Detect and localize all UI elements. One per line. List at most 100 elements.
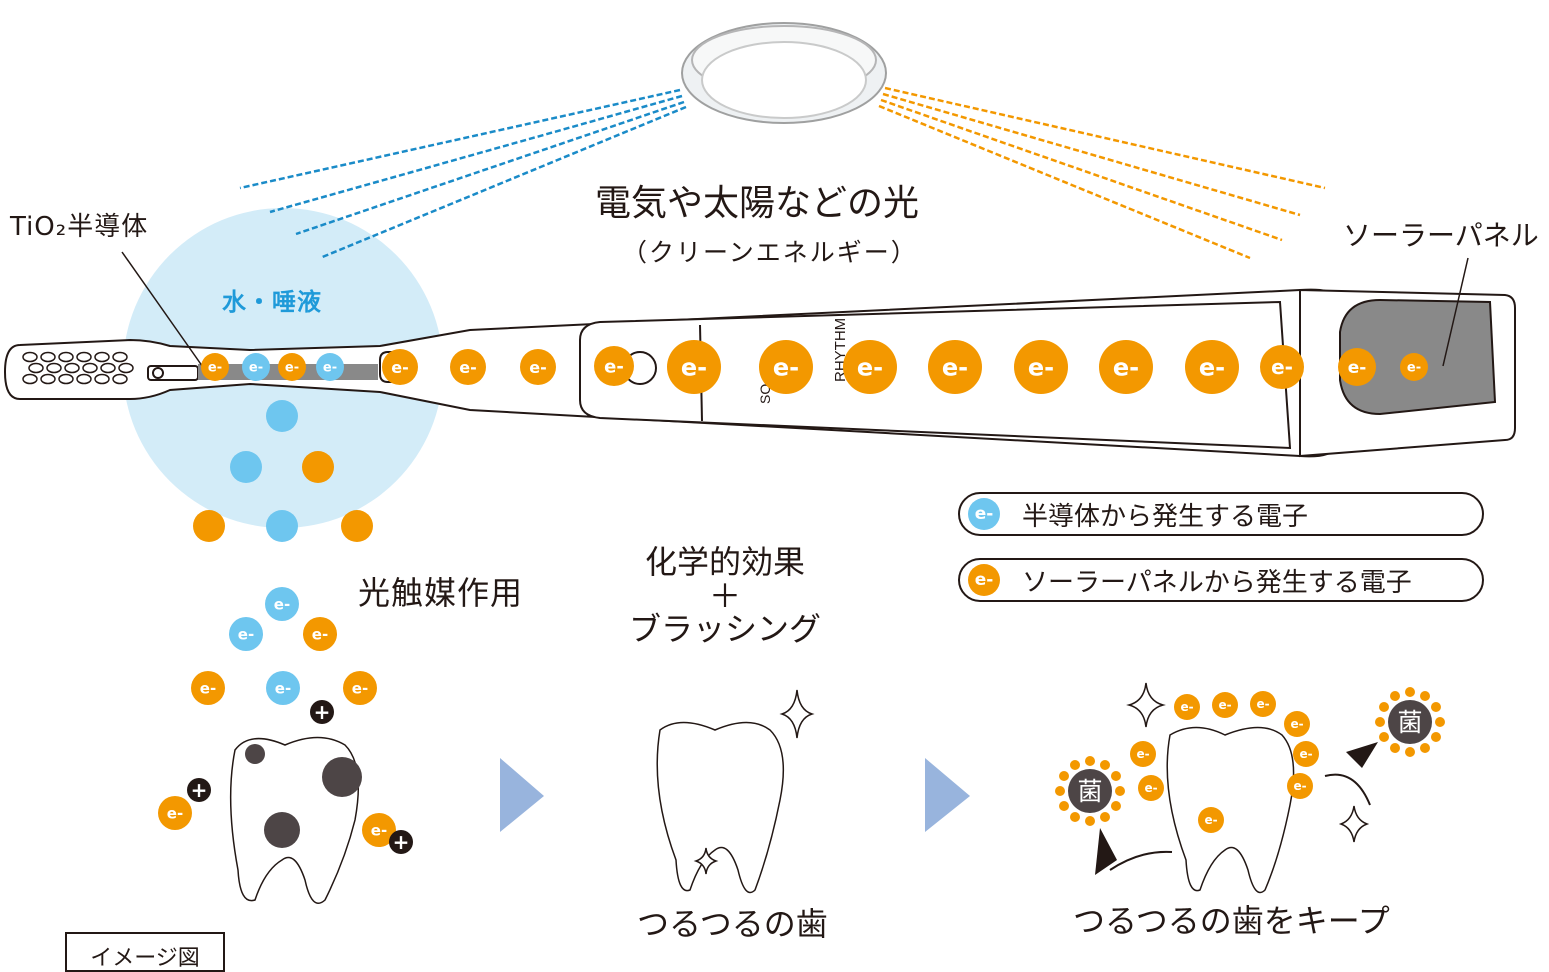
bristle — [22, 373, 38, 385]
electron-symbol: e- — [1136, 747, 1149, 761]
bristle — [28, 362, 44, 374]
electron-symbol: e- — [371, 821, 387, 839]
electron-icon: e- — [362, 813, 396, 847]
electron-symbol: e- — [529, 358, 547, 377]
electron-symbol: e- — [285, 360, 299, 375]
electron-icon: e- — [265, 587, 299, 621]
sparkle-icon — [693, 682, 1370, 875]
bristle — [94, 373, 110, 385]
electron-symbol: e- — [275, 679, 291, 697]
electron-icon: e- — [1287, 773, 1313, 799]
electrons-and-particles: e-e-e-e-e-e-e-e-e-e-e-e-e-e-e-e-e-e-e-e-… — [158, 340, 1445, 854]
photocatalysis-label: 光触媒作用 — [358, 574, 524, 612]
electron-symbol: e- — [1218, 698, 1231, 712]
particle — [193, 510, 225, 542]
electron-symbol: e- — [238, 625, 254, 643]
legend-electron-icon: e- — [968, 498, 1000, 530]
legend-solar: e- ソーラーパネルから発生する電子 — [958, 558, 1484, 602]
bacteria-symbol: 菌 — [1077, 777, 1102, 806]
electron-icon: e- — [928, 340, 982, 394]
electron-symbol: e- — [1348, 358, 1367, 378]
particle — [266, 400, 298, 432]
electron-icon: e- — [843, 340, 897, 394]
hole-symbol: + — [191, 778, 208, 802]
electron-symbol: e- — [208, 360, 222, 375]
electron-symbol: e- — [1407, 360, 1421, 375]
electron-icon: e- — [450, 349, 486, 385]
electron-icon: e- — [303, 617, 337, 651]
electron-symbol: e- — [1271, 355, 1293, 379]
electron-icon: e- — [278, 353, 306, 381]
water-saliva-label: 水・唾液 — [222, 288, 322, 316]
electron-icon: e- — [1099, 340, 1153, 394]
electron-icon: e- — [229, 617, 263, 651]
electron-icon: e- — [1260, 345, 1304, 389]
electron-icon: e- — [1185, 340, 1239, 394]
electron-icon: e- — [191, 671, 225, 705]
bristle — [58, 351, 74, 363]
electron-symbol: e- — [352, 679, 368, 697]
electron-symbol: e- — [274, 595, 290, 613]
curved-arrow-icon — [1324, 773, 1371, 806]
electron-icon: e- — [1138, 775, 1164, 801]
electron-icon: e- — [242, 353, 270, 381]
electron-symbol: e- — [200, 679, 216, 697]
electron-symbol: e- — [681, 354, 707, 382]
electron-icon: e- — [1284, 711, 1310, 737]
electron-symbol: e- — [773, 354, 799, 382]
electron-symbol: e- — [1293, 779, 1306, 793]
electron-symbol: e- — [323, 360, 337, 375]
electron-icon: e- — [343, 671, 377, 705]
electron-icon: e- — [1400, 353, 1428, 381]
electron-icon: e- — [1174, 694, 1200, 720]
electron-symbol: e- — [1299, 747, 1312, 761]
electron-icon: e- — [1293, 741, 1319, 767]
electron-icon: e- — [382, 349, 418, 385]
hole-icon: + — [389, 830, 413, 854]
particle — [341, 510, 373, 542]
legend-semiconductor-text: 半導体から発生する電子 — [1022, 501, 1309, 532]
small-marking: SO — [757, 384, 773, 404]
electron-symbol: e- — [1180, 700, 1193, 714]
electron-symbol: e- — [1199, 354, 1225, 382]
electron-icon: e- — [1250, 691, 1276, 717]
headline: 電気や太陽などの光 — [595, 183, 920, 224]
electron-icon: e- — [667, 340, 721, 394]
electron-symbol: e- — [942, 354, 968, 382]
subheadline: （クリーンエネルギー） — [622, 238, 918, 267]
bristle — [58, 373, 74, 385]
blue-light-rays — [239, 88, 687, 260]
bacteria-symbol: 菌 — [1397, 708, 1422, 737]
bristle — [118, 362, 134, 374]
hole-symbol: + — [314, 700, 331, 724]
bristle-pattern — [22, 351, 134, 385]
electron-symbol: e- — [391, 358, 409, 377]
particle — [230, 451, 262, 483]
smooth-teeth-label: つるつるの歯 — [637, 905, 828, 943]
bristle — [46, 362, 62, 374]
chemical-effect-text: 化学的効果 ＋ ブラッシング — [628, 543, 821, 649]
stain — [245, 744, 265, 764]
bristle — [112, 373, 128, 385]
legend-semiconductor: e- 半導体から発生する電子 — [958, 492, 1484, 536]
hole-symbol: + — [393, 830, 410, 854]
electron-icon: e- — [158, 796, 192, 830]
bristle — [76, 351, 92, 363]
keep-smooth-label: つるつるの歯をキープ — [1073, 902, 1390, 940]
electron-icon: e- — [1014, 340, 1068, 394]
solar-panel-label: ソーラーパネル — [1343, 219, 1539, 252]
legend-solar-text: ソーラーパネルから発生する電子 — [1022, 567, 1412, 598]
electron-icon: e- — [201, 353, 229, 381]
electron-icon: e- — [316, 353, 344, 381]
electron-symbol: e- — [857, 354, 883, 382]
particle — [302, 451, 334, 483]
tio2-leader-line — [121, 251, 206, 371]
electron-symbol: e- — [1028, 354, 1054, 382]
electron-symbol: e- — [1290, 717, 1303, 731]
electron-icon: e- — [1130, 741, 1156, 767]
ceiling-lamp-icon — [681, 22, 887, 124]
curved-arrow-icon — [1109, 850, 1173, 871]
protected-tooth — [1166, 726, 1295, 894]
electron-symbol: e- — [1204, 813, 1217, 827]
